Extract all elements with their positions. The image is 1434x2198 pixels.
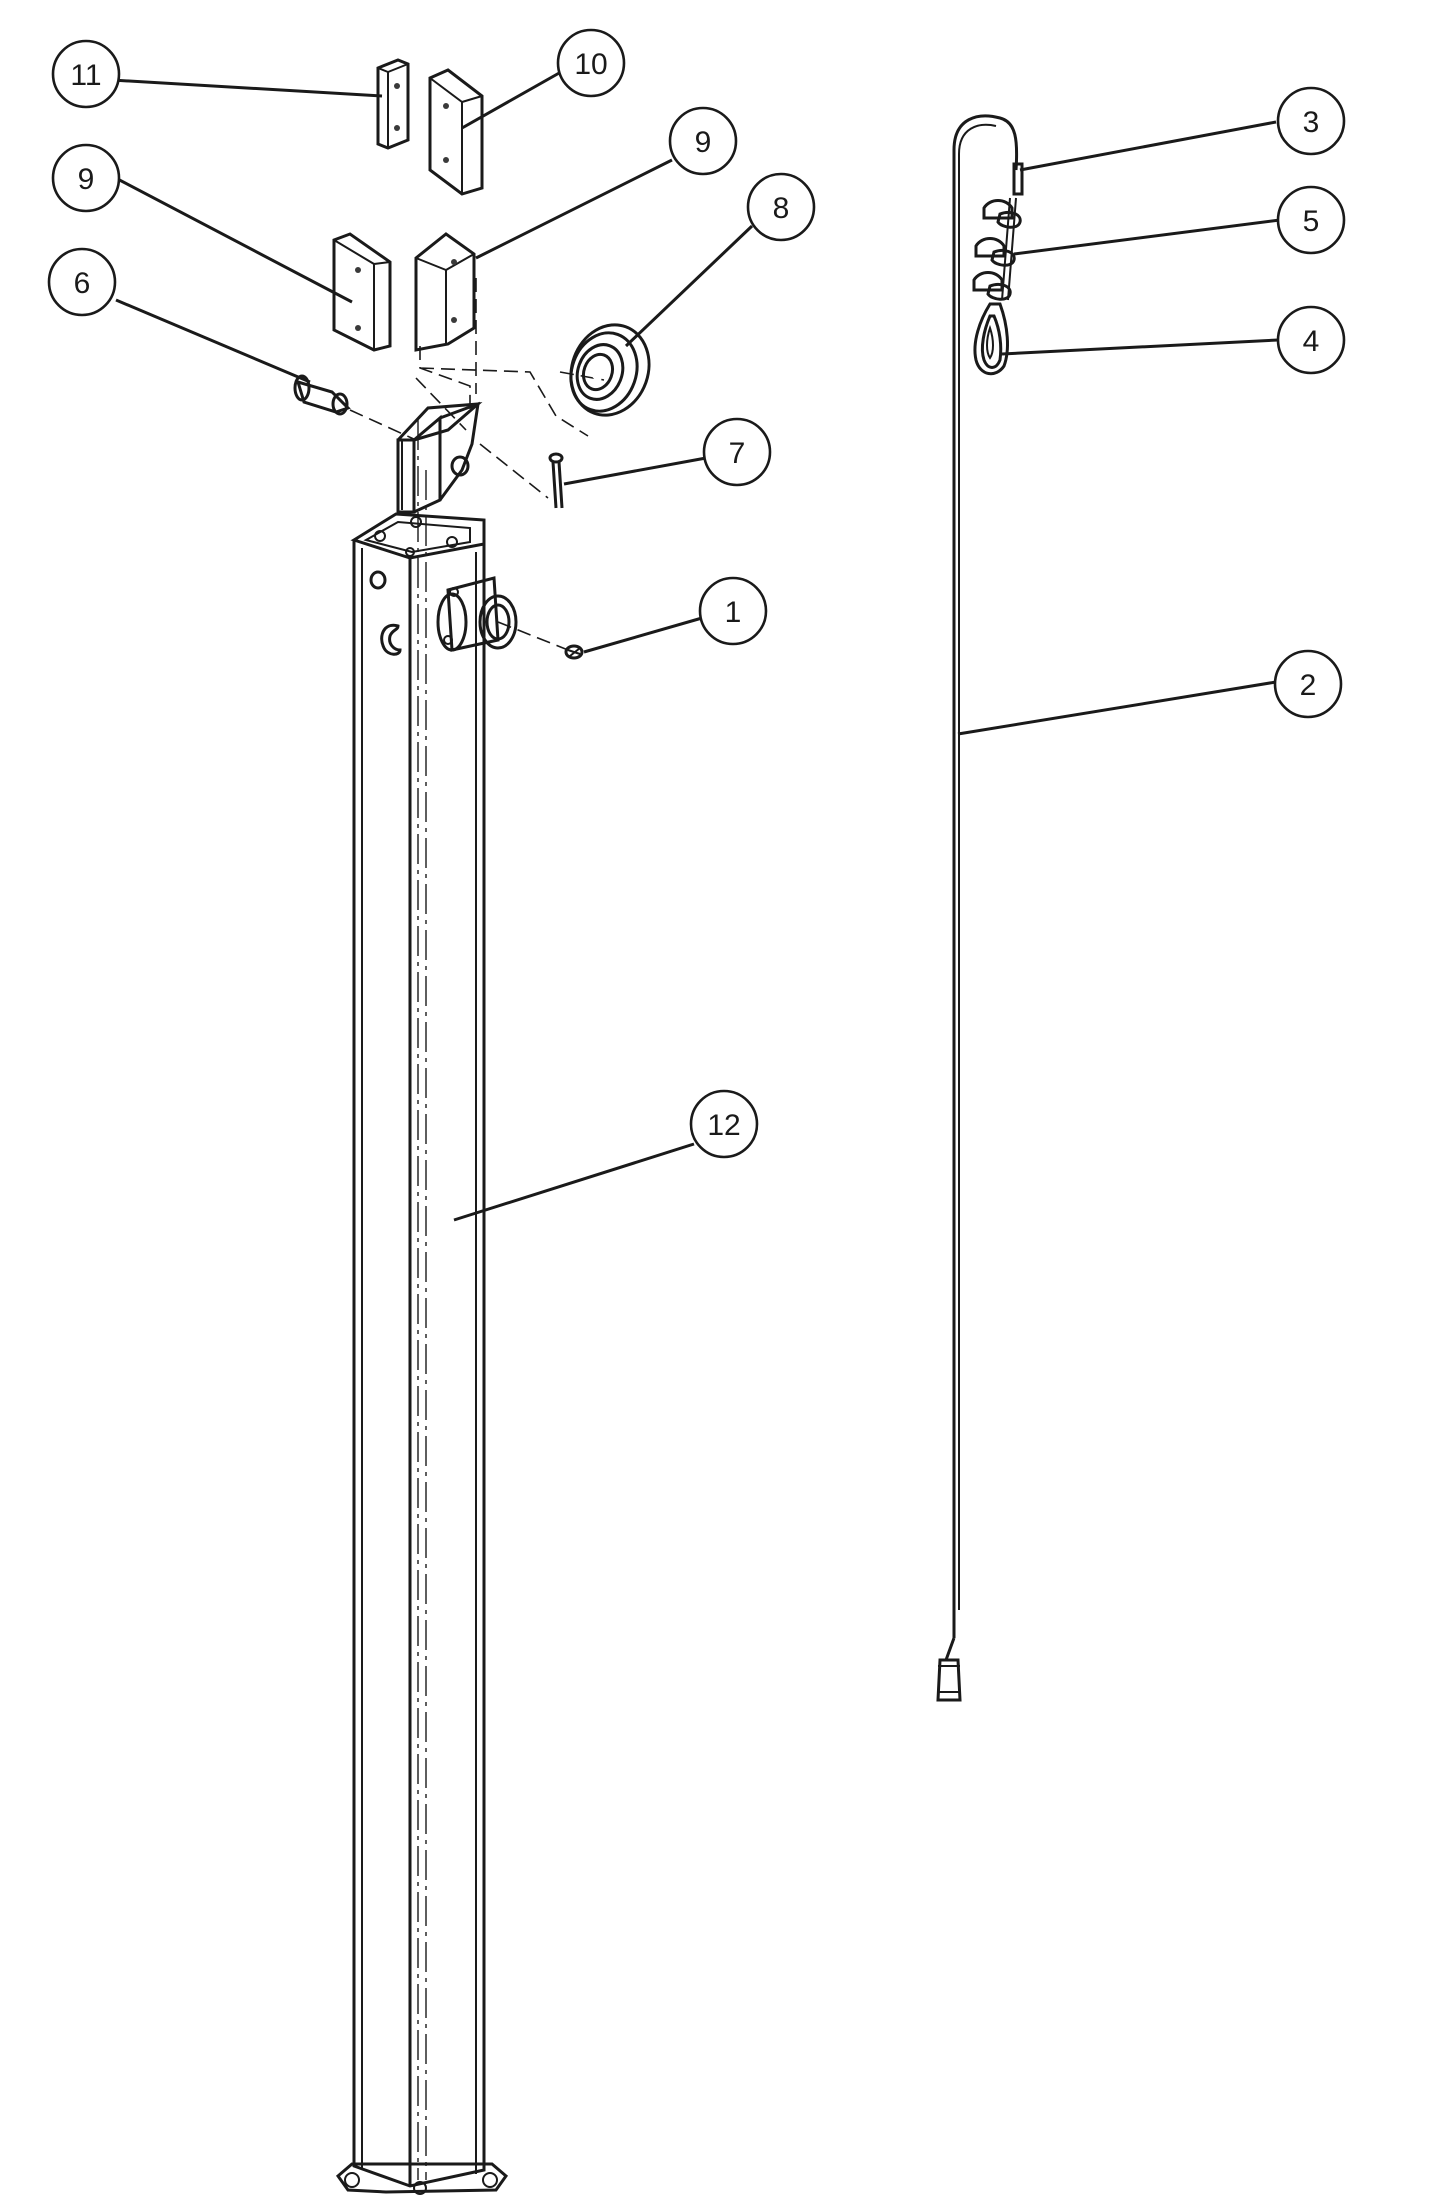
callout-4: 4 [1276,305,1346,375]
callout-1-label: 1 [725,596,742,629]
callout-8: 8 [746,172,816,242]
thimble-part-4 [973,302,1009,376]
pin-part-6 [293,374,417,441]
assembly-guide-lines [415,278,605,499]
callout-5: 5 [1276,185,1346,255]
callout-3: 3 [1276,86,1346,156]
side-tube-end [478,594,518,650]
block-part-10 [428,68,484,196]
callout-10-label: 10 [574,48,607,81]
callout-8-label: 8 [773,192,790,225]
cable-end-part-3 [1012,162,1024,196]
callout-11-label: 11 [70,59,101,92]
callout-7: 7 [702,417,772,487]
callout-9-left-label: 9 [78,163,95,196]
post-body [352,540,486,2188]
cotter-pin-part-7 [548,452,564,509]
post-assembly [335,401,584,2195]
base-hole-left [344,2172,360,2188]
callout-1: 1 [698,576,768,646]
post-hook-slot [380,623,402,656]
sheave-bracket [396,438,416,514]
callout-6-label: 6 [74,267,91,300]
callout-5-label: 5 [1303,205,1320,238]
block-part-11 [376,58,410,150]
callout-9-left: 9 [51,143,121,213]
callout-7-label: 7 [729,437,746,470]
cable-clamps-part-5 [972,197,1022,301]
cable-end-ferrule [936,1658,962,1702]
side-tube [446,576,500,652]
block-part-9-left [332,232,392,352]
callout-10: 10 [556,28,626,98]
callout-12: 12 [689,1089,759,1159]
base-hole-front [413,2181,427,2195]
callout-12-label: 12 [707,1109,740,1142]
callout-2-label: 2 [1300,669,1317,702]
callout-6: 6 [47,247,117,317]
callout-2: 2 [1273,649,1343,719]
post-side-hole [369,570,387,590]
callout-3-label: 3 [1303,106,1320,139]
cable-assembly [936,114,1024,1702]
sheave-part-8 [569,323,651,417]
callout-9-right: 9 [668,106,738,176]
callout-4-label: 4 [1303,325,1320,358]
leader-lines [107,66,1281,1222]
block-part-9-right [414,232,476,352]
cable-part-2 [952,114,1019,1638]
post-top-cap [350,512,486,560]
base-hole-right [482,2172,498,2188]
post-base-plate [335,2162,509,2194]
callout-9-right-label: 9 [695,126,712,159]
callout-11: 11 [51,39,121,109]
screw-part-1 [564,644,584,660]
